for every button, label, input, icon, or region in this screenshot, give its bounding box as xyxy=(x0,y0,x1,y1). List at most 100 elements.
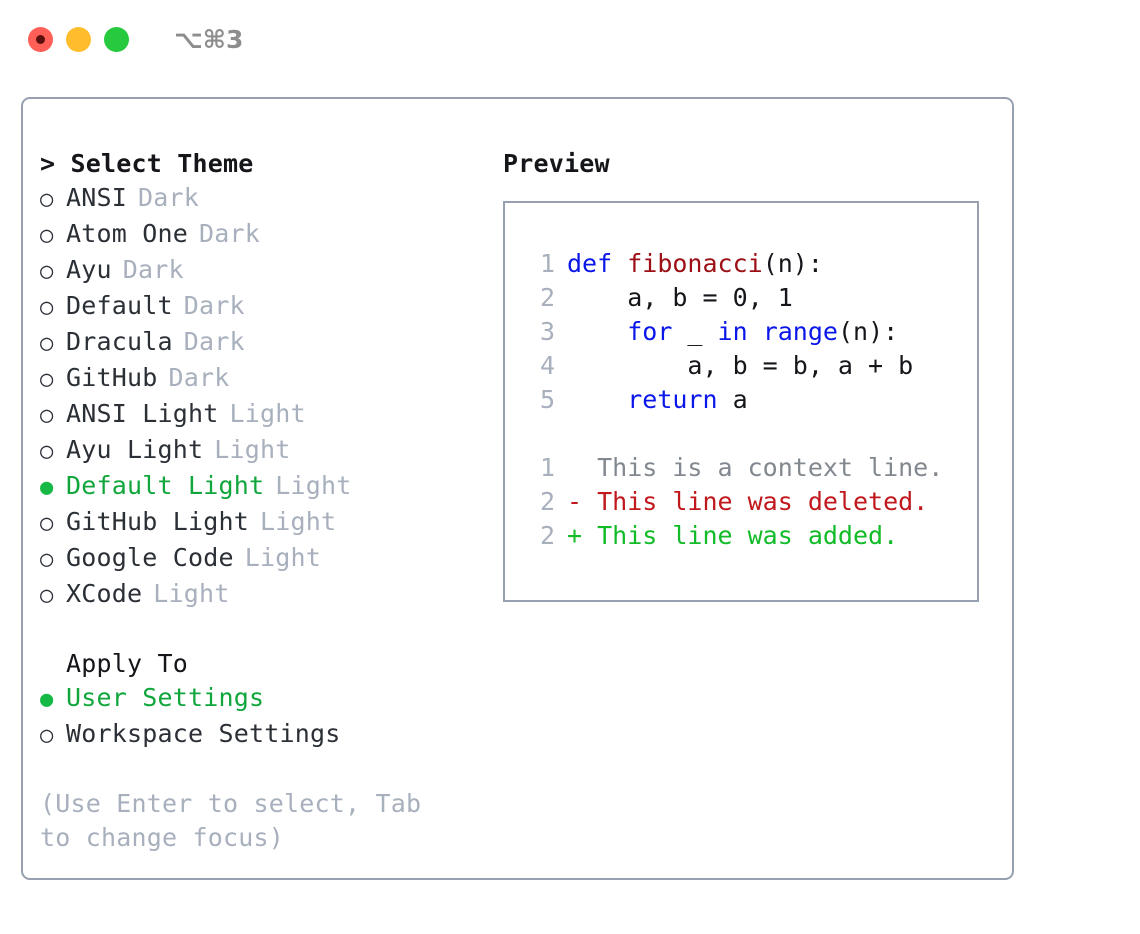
radio-unselected-icon: ○ xyxy=(40,403,54,428)
maximize-button[interactable] xyxy=(104,26,129,52)
theme-name-label: Default Light xyxy=(66,471,265,500)
apply-to-title: Apply To xyxy=(66,649,189,678)
code-token-plain: a xyxy=(717,385,748,414)
theme-category-label: Light xyxy=(229,399,306,428)
radio-unselected-icon: ○ xyxy=(40,331,54,356)
code-token-plain xyxy=(748,317,763,346)
window-controls xyxy=(28,26,129,52)
code-gap xyxy=(521,417,977,451)
apply-to-list: ● User Settings ○ Workspace Settings xyxy=(40,681,485,753)
theme-category-label: Dark xyxy=(199,219,261,248)
theme-list-item[interactable]: ○ GitHub Dark xyxy=(40,361,485,397)
apply-to-label: User Settings xyxy=(66,683,265,712)
theme-list-item[interactable]: ○ Ayu Dark xyxy=(40,253,485,289)
theme-category-label: Dark xyxy=(168,363,230,392)
theme-category-label: Dark xyxy=(122,255,184,284)
code-line: 3 for _ in range(n): xyxy=(521,315,977,349)
code-text: for _ in range(n): xyxy=(567,315,898,349)
code-token-plain xyxy=(567,385,627,414)
minimize-button[interactable] xyxy=(66,26,91,52)
title-bar: ⌥⌘3 xyxy=(0,0,1140,78)
line-number: 2 xyxy=(539,487,555,516)
theme-list-item[interactable]: ○ ANSI Light Light xyxy=(40,397,485,433)
apply-to-item[interactable]: ○ Workspace Settings xyxy=(40,717,485,753)
line-number: 4 xyxy=(539,351,555,380)
code-token-plain: (n): xyxy=(837,317,899,346)
theme-list-item[interactable]: ○ Atom One Dark xyxy=(40,217,485,253)
theme-name-label: Dracula xyxy=(66,327,173,356)
code-text: return a xyxy=(567,383,748,417)
theme-name-label: Atom One xyxy=(66,219,189,248)
list-spacer xyxy=(40,613,485,647)
preview-title: Preview xyxy=(503,149,610,178)
code-token-plain: (n): xyxy=(762,249,823,278)
diff-line: 1 This is a context line. xyxy=(521,451,977,485)
code-token-kw: def xyxy=(567,249,628,278)
radio-unselected-icon: ○ xyxy=(40,723,54,748)
code-line: 5 return a xyxy=(521,383,977,417)
radio-selected-icon: ● xyxy=(40,687,54,712)
radio-unselected-icon: ○ xyxy=(40,295,54,320)
code-text: a, b = b, a + b xyxy=(567,349,913,383)
select-theme-header: > Select Theme xyxy=(40,149,254,178)
line-number: 5 xyxy=(539,385,555,414)
theme-list-item[interactable]: ○ Dracula Dark xyxy=(40,325,485,361)
line-number: 2 xyxy=(539,521,555,550)
radio-unselected-icon: ○ xyxy=(40,367,54,392)
diff-line: 2 + This line was added. xyxy=(521,519,977,553)
theme-list-item[interactable]: ○ Default Dark xyxy=(40,289,485,325)
close-button[interactable] xyxy=(28,26,53,52)
code-token-plain: a, b = b, a + b xyxy=(567,351,914,380)
radio-selected-icon: ● xyxy=(40,475,54,500)
diff-sample: 1 This is a context line.2- This line wa… xyxy=(521,451,977,553)
theme-category-label: Light xyxy=(275,471,352,500)
radio-unselected-icon: ○ xyxy=(40,547,54,572)
theme-category-label: Dark xyxy=(183,291,245,320)
code-token-kw: range xyxy=(762,317,838,346)
code-token-plain xyxy=(567,317,627,346)
code-token-kw: for xyxy=(627,317,673,346)
theme-category-label: Light xyxy=(244,543,322,572)
theme-name-label: Ayu xyxy=(66,255,112,284)
diff-text-del: - This line was deleted. xyxy=(567,487,929,516)
diff-line: 2 - This line was deleted. xyxy=(521,485,977,519)
code-token-plain: a, b = 0, 1 xyxy=(567,283,793,312)
theme-name-label: ANSI Light xyxy=(66,399,219,428)
code-token-kw: in xyxy=(717,317,748,346)
radio-unselected-icon: ○ xyxy=(40,187,54,212)
theme-name-label: Default xyxy=(66,291,173,320)
theme-name-label: XCode xyxy=(66,579,143,608)
apply-to-label: Workspace Settings xyxy=(66,719,341,748)
theme-category-label: Dark xyxy=(183,327,245,356)
radio-unselected-icon: ○ xyxy=(40,439,54,464)
theme-list-item[interactable]: ○ Ayu Light Light xyxy=(40,433,485,469)
theme-name-label: Ayu Light xyxy=(66,435,204,464)
line-number: 2 xyxy=(539,283,555,312)
diff-text-add: + This line was added. xyxy=(567,521,899,550)
radio-unselected-icon: ○ xyxy=(40,223,54,248)
apply-to-item[interactable]: ● User Settings xyxy=(40,681,485,717)
line-number: 1 xyxy=(539,453,555,482)
theme-category-label: Light xyxy=(214,435,291,464)
theme-category-label: Light xyxy=(260,507,337,536)
theme-name-label: GitHub xyxy=(66,363,158,392)
theme-list-item[interactable]: ● Default Light Light xyxy=(40,469,485,505)
code-line: 2 a, b = 0, 1 xyxy=(521,281,977,315)
code-token-plain: _ xyxy=(672,317,718,346)
line-number: 1 xyxy=(539,249,555,278)
code-token-kw: return xyxy=(627,385,718,414)
radio-unselected-icon: ○ xyxy=(40,259,54,284)
code-line: 4 a, b = b, a + b xyxy=(521,349,977,383)
radio-unselected-icon: ○ xyxy=(40,583,54,608)
